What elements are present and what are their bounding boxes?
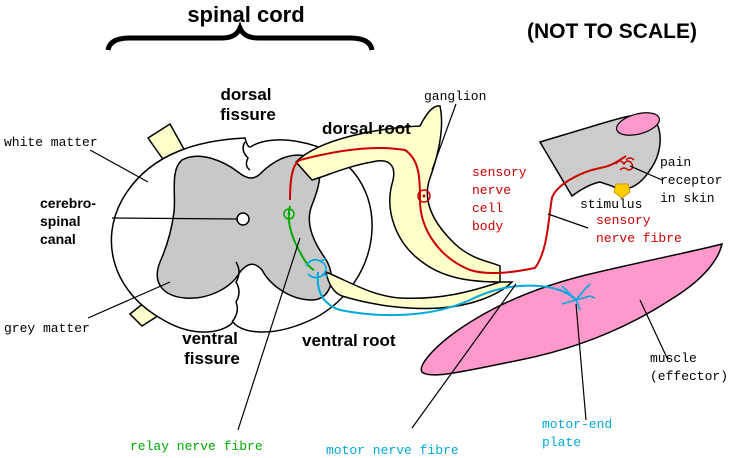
motor-end-label-1: motor-end — [542, 417, 612, 432]
pain-receptor — [615, 157, 635, 171]
central-canal — [236, 212, 250, 226]
dorsal-root-label: dorsal root — [322, 119, 411, 138]
cerebro-label-3: canal — [40, 231, 76, 247]
sensory-fibre-label-1: sensory — [596, 213, 651, 228]
pain-label-1: pain — [660, 155, 691, 170]
sensory-cell-nucleus — [422, 194, 426, 198]
leader-white-matter — [89, 149, 149, 183]
relay-neuron — [283, 208, 295, 220]
grey-matter-label: grey matter — [4, 321, 90, 336]
relay-neuron-nucleus — [287, 212, 291, 216]
relay-nerve-fibre — [287, 205, 315, 271]
sensory-cell-label-1: sensory — [472, 165, 527, 180]
leader-lines — [87, 103, 669, 431]
leader-muscle — [639, 299, 669, 361]
sensory-nerve-fibre — [289, 146, 627, 275]
relay-fibre-label: relay nerve fibre — [130, 439, 263, 454]
sensory-cell-label-3: cell — [472, 201, 503, 216]
muscle — [420, 242, 724, 376]
white-matter-label: white matter — [4, 135, 98, 150]
pain-label-2: receptor — [660, 173, 722, 188]
title-brace — [105, 21, 375, 51]
dorsal-fissure-label-2: fissure — [220, 105, 276, 124]
title: spinal cord — [187, 2, 304, 27]
motor-fibre-label: motor nerve fibre — [326, 443, 459, 458]
motor-nerve-fibre — [316, 271, 577, 317]
leader-sensory-fibre — [547, 213, 589, 229]
leader-motor-end-plate — [575, 303, 587, 421]
stimulus-label: stimulus — [580, 197, 642, 212]
sensory-cell-label-4: body — [472, 219, 503, 234]
leader-pain — [629, 165, 663, 181]
muscle-label-1: muscle — [650, 351, 697, 366]
ganglion-label: ganglion — [424, 89, 486, 104]
leader-relay — [237, 237, 301, 431]
leader-motor-fibre — [411, 283, 517, 429]
sensory-cell-body — [417, 189, 431, 203]
cerebro-label-1: cerebro- — [40, 195, 96, 211]
leader-cerebro — [111, 217, 239, 220]
stimulus-marker — [613, 183, 631, 199]
sensory-cell-label-2: nerve — [472, 183, 511, 198]
motor-neuron — [305, 257, 329, 279]
dorsal-fissure-label-1: dorsal — [220, 85, 271, 104]
ventral-root-label: ventral root — [302, 331, 396, 350]
ventral-fissure-mark — [231, 261, 240, 323]
ventral-root — [324, 270, 514, 310]
pain-label-3: in skin — [660, 191, 715, 206]
sensory-fibre-label-2: nerve fibre — [596, 231, 682, 246]
ventral-fissure-label-2: fissure — [184, 349, 240, 368]
dorsal-fissure-mark — [242, 141, 251, 171]
leader-grey-matter — [87, 281, 171, 319]
scale-note: (NOT TO SCALE) — [527, 20, 697, 43]
cerebro-label-2: spinal — [40, 213, 80, 229]
motor-end-plate — [561, 283, 596, 311]
fingernail — [615, 112, 661, 136]
leader-ganglion — [431, 103, 457, 171]
grey-matter — [156, 154, 333, 301]
motor-end-label-2: plate — [542, 435, 581, 450]
ventral-fissure-label-1: ventral — [182, 329, 238, 348]
muscle-label-2: (effector) — [650, 369, 728, 384]
